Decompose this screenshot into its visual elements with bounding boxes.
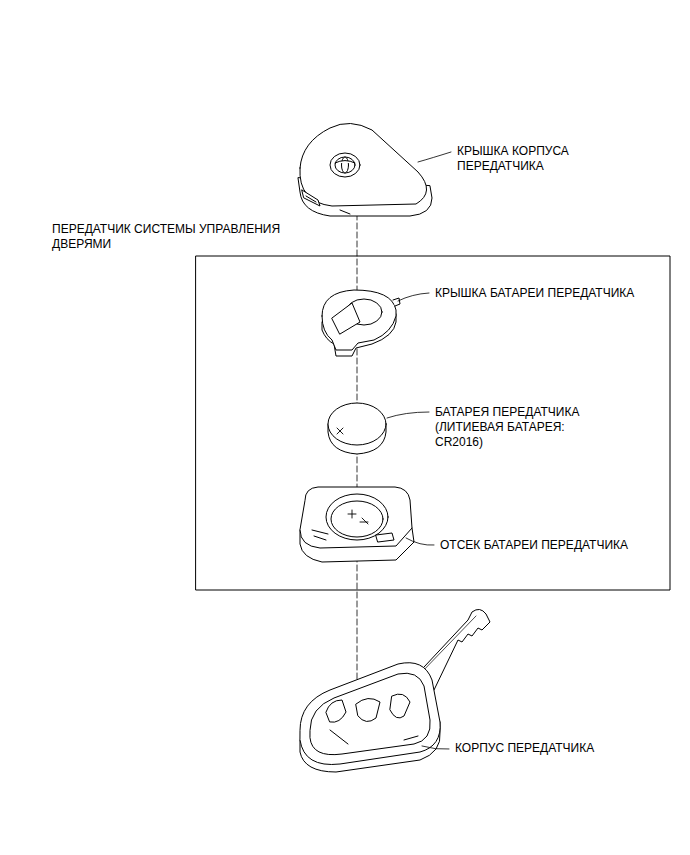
part-label: ОТСЕК БАТАРЕИ ПЕРЕДАТЧИКА: [440, 538, 665, 553]
lithium-battery: [328, 403, 386, 454]
group-frame: [196, 256, 670, 590]
leader-line: [406, 538, 434, 545]
battery-cover: [322, 290, 400, 356]
battery-compartment: [300, 487, 414, 562]
leader-line: [398, 293, 429, 301]
part-label: КОРПУС ПЕРЕДАТЧИКА: [455, 741, 680, 756]
leader-line: [418, 152, 451, 162]
leader-line: [422, 746, 449, 749]
part-label: КРЫШКА БАТАРЕИ ПЕРЕДАТЧИКА: [435, 286, 665, 301]
transmitter-cover: [298, 123, 432, 216]
part-label: БАТАРЕЯ ПЕРЕДАТЧИКА (ЛИТИЕВАЯ БАТАРЕЯ: C…: [435, 405, 603, 450]
leader-line: [387, 412, 429, 418]
part-label: ПЕРЕДАТЧИК СИСТЕМЫ УПРАВЛЕНИЯ ДВЕРЯМИ: [52, 222, 322, 252]
leader-lines: [387, 152, 451, 749]
part-label: КРЫШКА КОРПУСА ПЕРЕДАТЧИКА: [457, 144, 597, 174]
